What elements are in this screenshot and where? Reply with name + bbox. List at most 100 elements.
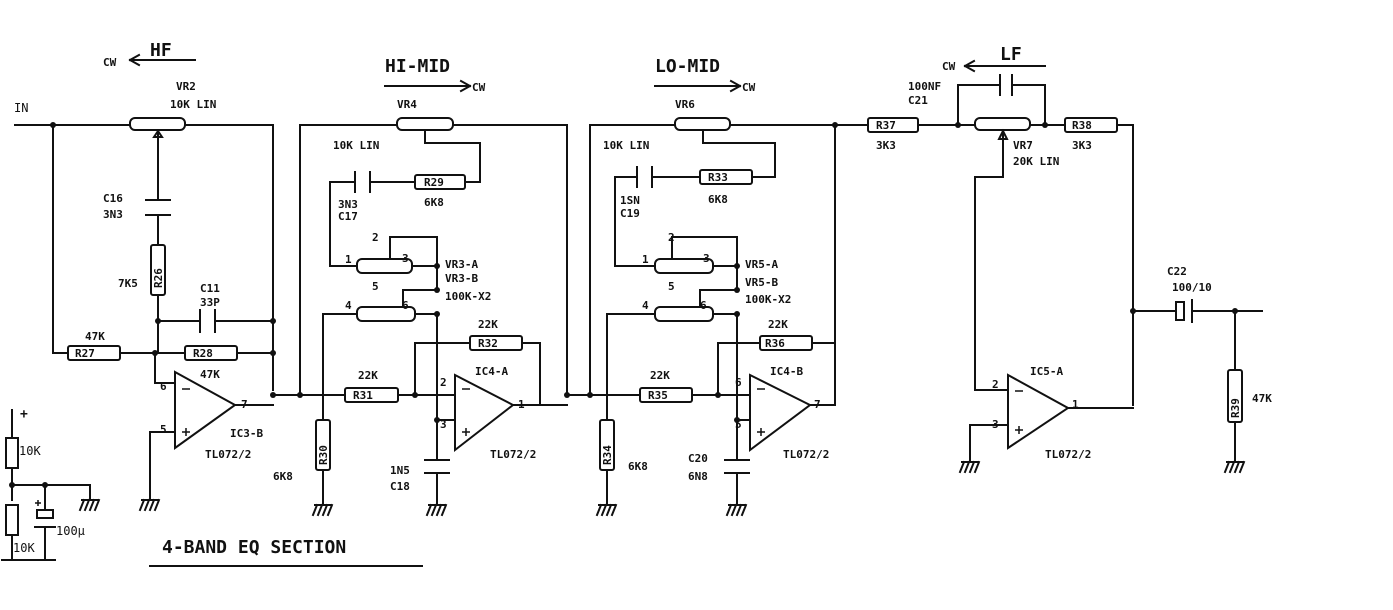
svg-text:C11: C11 xyxy=(200,282,220,295)
svg-text:R30: R30 xyxy=(317,445,330,465)
resistor-r38 xyxy=(1064,117,1118,133)
svg-text:R32: R32 xyxy=(478,337,498,350)
svg-text:C19: C19 xyxy=(620,207,640,220)
svg-text:VR3-B: VR3-B xyxy=(445,272,478,285)
svg-text:100K-X2: 100K-X2 xyxy=(745,293,791,306)
opamp-ic4a xyxy=(454,373,515,453)
svg-text:47K: 47K xyxy=(1252,392,1272,405)
svg-text:2: 2 xyxy=(372,231,379,244)
svg-text:2: 2 xyxy=(668,231,675,244)
opamp-ic3b xyxy=(174,370,237,450)
svg-text:C18: C18 xyxy=(390,480,410,493)
svg-text:5: 5 xyxy=(160,423,167,436)
svg-text:R38: R38 xyxy=(1072,119,1092,132)
resistor-supply-top xyxy=(5,437,19,469)
svg-text:R33: R33 xyxy=(708,171,728,184)
svg-text:R29: R29 xyxy=(424,176,444,189)
svg-text:22K: 22K xyxy=(478,318,498,331)
resistor-r26 xyxy=(150,244,166,296)
svg-text:100NF: 100NF xyxy=(908,80,941,93)
resistor-r27 xyxy=(67,345,121,361)
svg-text:2: 2 xyxy=(992,378,999,391)
resistor-r29 xyxy=(414,174,466,190)
svg-text:R37: R37 xyxy=(876,119,896,132)
svg-text:33P: 33P xyxy=(200,296,220,309)
resistor-r32 xyxy=(469,335,523,351)
svg-text:20K LIN: 20K LIN xyxy=(1013,155,1059,168)
svg-text:VR7: VR7 xyxy=(1013,139,1033,152)
svg-text:100K-X2: 100K-X2 xyxy=(445,290,491,303)
svg-text:1SN: 1SN xyxy=(620,194,640,207)
svg-text:1: 1 xyxy=(642,253,649,266)
svg-text:6: 6 xyxy=(160,380,167,393)
svg-text:IC4-B: IC4-B xyxy=(770,365,803,378)
svg-text:2: 2 xyxy=(440,376,447,389)
band-himid-label: HI-MID xyxy=(385,56,450,77)
ground-icon xyxy=(425,503,448,517)
svg-text:R39: R39 xyxy=(1229,398,1242,418)
svg-text:47K: 47K xyxy=(200,368,220,381)
svg-text:5: 5 xyxy=(372,280,379,293)
labels: IN HF CW HI-MID CW LO-MID CW LF CW VR2 1… xyxy=(13,40,1272,558)
svg-text:3K3: 3K3 xyxy=(876,139,896,152)
svg-text:10K LIN: 10K LIN xyxy=(170,98,216,111)
ground-icon xyxy=(725,503,748,517)
svg-text:6: 6 xyxy=(402,299,409,312)
svg-text:6: 6 xyxy=(700,299,707,312)
pot-vr4 xyxy=(396,117,454,131)
svg-text:22K: 22K xyxy=(768,318,788,331)
band-lf-cw: CW xyxy=(942,60,956,73)
svg-text:3: 3 xyxy=(440,418,447,431)
svg-text:3: 3 xyxy=(992,418,999,431)
resistor-r31 xyxy=(344,387,399,403)
svg-text:R36: R36 xyxy=(765,337,785,350)
pot-vr2 xyxy=(129,117,186,131)
pot-vr5b xyxy=(654,306,714,322)
resistors xyxy=(5,117,1243,536)
capacitors xyxy=(34,74,1193,528)
svg-text:VR5-B: VR5-B xyxy=(745,276,778,289)
resistor-r39 xyxy=(1227,369,1243,423)
band-hf-label: HF xyxy=(150,40,172,61)
svg-text:10K LIN: 10K LIN xyxy=(333,139,379,152)
svg-text:VR5-A: VR5-A xyxy=(745,258,778,271)
ground-symbols xyxy=(1,460,1246,561)
svg-text:R28: R28 xyxy=(193,347,213,360)
svg-text:C17: C17 xyxy=(338,210,358,223)
junctions xyxy=(9,122,1238,488)
supply-r-bottom: 10K xyxy=(13,541,35,555)
band-lomid-cw: CW xyxy=(742,81,756,94)
svg-text:6K8: 6K8 xyxy=(708,193,728,206)
svg-text:4: 4 xyxy=(345,299,352,312)
schematic-title: 4-BAND EQ SECTION xyxy=(162,537,346,558)
svg-text:R34: R34 xyxy=(601,445,614,465)
band-hf-cw: CW xyxy=(103,56,117,69)
svg-text:1: 1 xyxy=(1072,398,1079,411)
svg-text:6K8: 6K8 xyxy=(273,470,293,483)
svg-text:3N3: 3N3 xyxy=(103,208,123,221)
pot-vr7 xyxy=(974,117,1031,131)
svg-text:5: 5 xyxy=(735,418,742,431)
svg-text:5: 5 xyxy=(668,280,675,293)
supply-r-top: 10K xyxy=(19,444,41,458)
opamp-ic4b xyxy=(749,373,812,452)
potentiometers xyxy=(129,117,1031,322)
svg-text:TL072/2: TL072/2 xyxy=(1045,448,1091,461)
svg-text:C21: C21 xyxy=(908,94,928,107)
svg-text:IC3-B: IC3-B xyxy=(230,427,263,440)
pot-vr3a xyxy=(356,258,413,274)
svg-text:7: 7 xyxy=(814,398,821,411)
svg-text:TL072/2: TL072/2 xyxy=(205,448,251,461)
resistor-supply-bottom xyxy=(5,504,19,536)
svg-text:3N3: 3N3 xyxy=(338,198,358,211)
resistor-r36 xyxy=(759,335,813,351)
svg-text:1: 1 xyxy=(518,398,525,411)
band-lomid-label: LO-MID xyxy=(655,56,720,77)
ground-icon xyxy=(78,498,101,512)
svg-text:6K8: 6K8 xyxy=(424,196,444,209)
svg-text:VR6: VR6 xyxy=(675,98,695,111)
svg-text:6: 6 xyxy=(735,376,742,389)
svg-text:22K: 22K xyxy=(358,369,378,382)
svg-text:3K3: 3K3 xyxy=(1072,139,1092,152)
